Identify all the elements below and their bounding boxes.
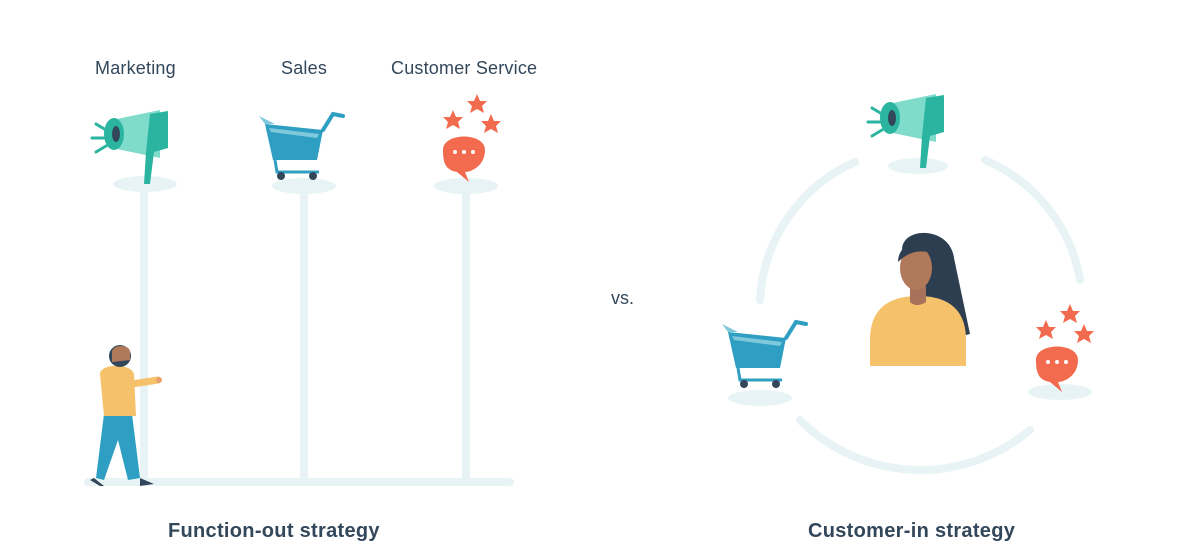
shopping-cart-icon [720, 320, 808, 390]
label-sales: Sales [281, 58, 328, 78]
label-marketing: Marketing [95, 58, 176, 78]
vs-separator: vs. [611, 288, 635, 308]
megaphone-icon [866, 92, 946, 170]
customer-in-diagram [720, 92, 1094, 474]
column-marketing [90, 108, 177, 480]
column-sales [257, 112, 345, 480]
customer-avatar [870, 232, 970, 366]
label-customer-service: Customer Service [391, 58, 538, 78]
column-customer-service [434, 94, 501, 480]
chat-stars-icon [443, 94, 501, 182]
orbit-ring [756, 158, 859, 304]
ground-line [84, 478, 514, 486]
megaphone-icon [90, 108, 170, 186]
chat-stars-icon [1036, 304, 1094, 392]
caption-function-out: Function-out strategy [168, 520, 380, 542]
walking-person [90, 345, 162, 486]
caption-customer-in: Customer-in strategy [808, 520, 1016, 542]
function-out-diagram [84, 94, 514, 486]
shopping-cart-icon [257, 112, 345, 182]
